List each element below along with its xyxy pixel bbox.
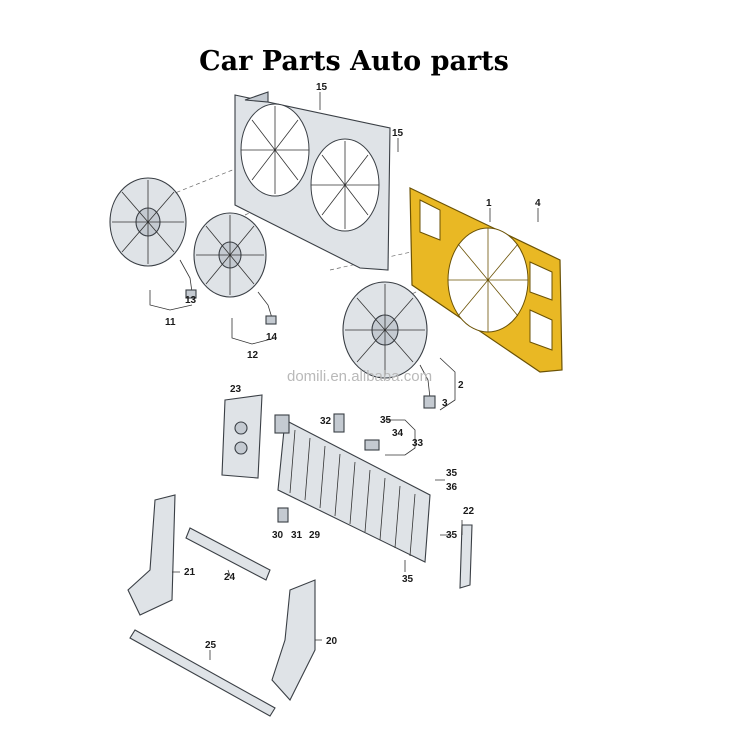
watermark: domili.en.alibaba.com xyxy=(287,368,432,385)
callout-22: 22 xyxy=(463,506,475,517)
callout-1: 1 xyxy=(486,198,492,209)
part-30 xyxy=(277,507,289,523)
callout-24: 24 xyxy=(224,572,236,583)
bracket-22 xyxy=(459,524,473,589)
fan-motor-2 xyxy=(342,281,436,409)
callout-35: 35 xyxy=(446,468,458,479)
callout-30: 30 xyxy=(272,530,284,541)
callout-15: 15 xyxy=(316,82,328,93)
callout-3: 3 xyxy=(442,398,448,409)
fan-shroud-upper xyxy=(234,91,391,271)
callout-20: 20 xyxy=(326,636,338,647)
callout-21: 21 xyxy=(184,567,196,578)
callout-32: 32 xyxy=(320,416,332,427)
callout-14: 14 xyxy=(266,332,278,343)
callout-36: 36 xyxy=(446,482,458,493)
air-guide-20 xyxy=(271,579,316,701)
diagram-title: Car Parts Auto parts xyxy=(199,46,509,77)
callout-13: 13 xyxy=(185,295,197,306)
callout-12: 12 xyxy=(247,350,259,361)
air-guide-21 xyxy=(127,494,176,616)
callout-11: 11 xyxy=(165,317,176,328)
callout-35: 35 xyxy=(446,530,458,541)
callout-23: 23 xyxy=(230,384,242,395)
callout-33: 33 xyxy=(412,438,424,449)
seal-strip-24 xyxy=(185,527,271,581)
callout-25: 25 xyxy=(205,640,217,651)
callout-2: 2 xyxy=(458,380,464,391)
fan-motor-12 xyxy=(193,212,277,325)
callout-35: 35 xyxy=(380,415,392,426)
fan-shroud-yellow xyxy=(409,187,563,373)
callout-15: 15 xyxy=(392,128,404,139)
radiator-29 xyxy=(274,414,431,563)
callout-35: 35 xyxy=(402,574,414,585)
fan-motor-11 xyxy=(109,177,197,299)
side-bracket-23 xyxy=(221,394,263,479)
seal-strip-25 xyxy=(129,629,276,717)
callout-31: 31 xyxy=(291,530,303,541)
callout-4: 4 xyxy=(535,198,541,209)
callout-29: 29 xyxy=(309,530,321,541)
part-33 xyxy=(364,439,380,451)
callout-34: 34 xyxy=(392,428,404,439)
part-32 xyxy=(333,413,345,433)
